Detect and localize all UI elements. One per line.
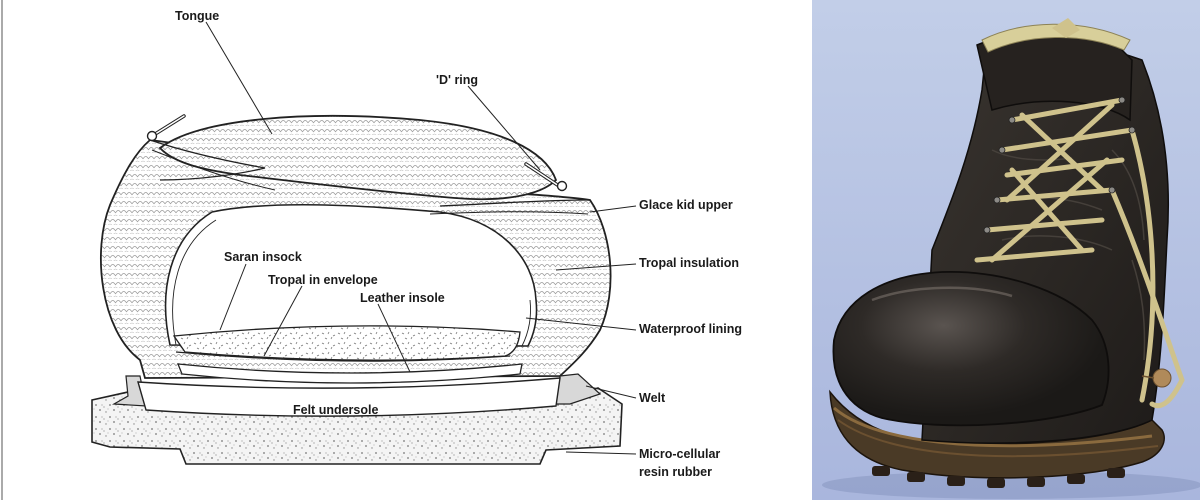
label-tongue: Tongue bbox=[175, 9, 219, 23]
label-rubber-line1: Micro-cellular bbox=[639, 447, 720, 461]
boot-cross-section-diagram: Tongue 'D' ring Glace kid upper Tropal i… bbox=[0, 0, 812, 500]
boot-photo bbox=[812, 0, 1200, 500]
label-d-ring: 'D' ring bbox=[436, 73, 478, 87]
lace-tag bbox=[1153, 369, 1171, 387]
label-waterproof-lining: Waterproof lining bbox=[639, 322, 742, 336]
label-welt: Welt bbox=[639, 391, 666, 405]
label-tropal-insulation: Tropal insulation bbox=[639, 256, 739, 270]
label-rubber-line2: resin rubber bbox=[639, 465, 712, 479]
label-saran-insock: Saran insock bbox=[224, 250, 302, 264]
label-felt-undersole: Felt undersole bbox=[293, 403, 378, 417]
label-glace-kid-upper: Glace kid upper bbox=[639, 198, 733, 212]
label-leather-insole: Leather insole bbox=[360, 291, 445, 305]
saran-insock bbox=[174, 326, 520, 360]
label-tropal-in-envelope: Tropal in envelope bbox=[268, 273, 378, 287]
